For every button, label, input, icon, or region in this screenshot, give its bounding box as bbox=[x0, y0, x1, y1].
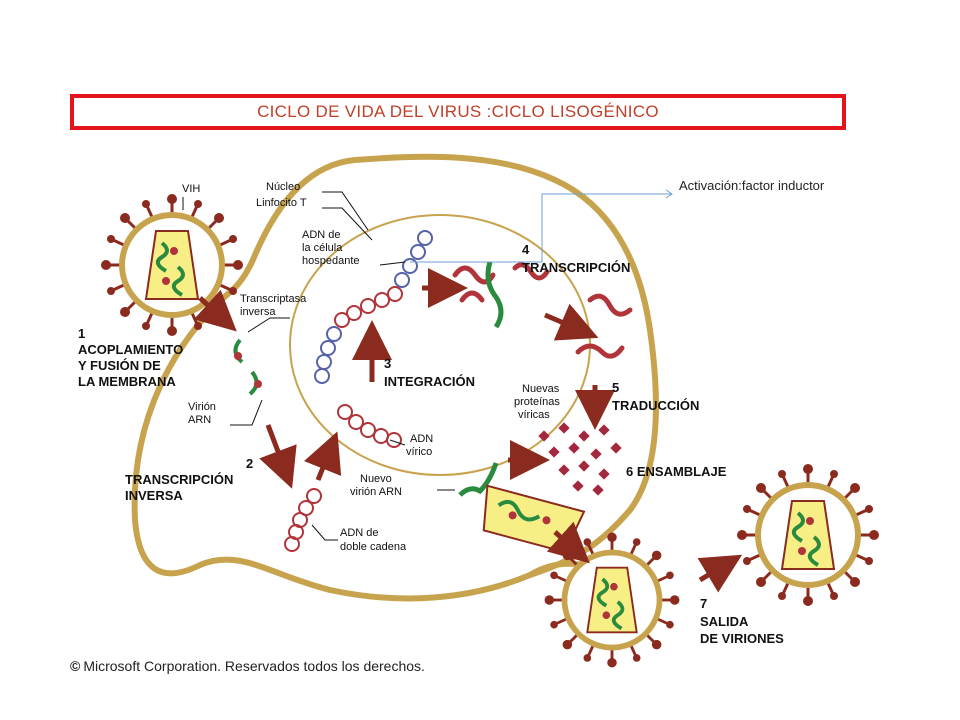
step-1-number: 1 bbox=[78, 326, 85, 341]
title-box: CICLO DE VIDA DEL VIRUS :CICLO LISOGÉNIC… bbox=[70, 94, 846, 130]
step-1-line-b: Y FUSIÓN DE bbox=[78, 358, 161, 373]
virion-rna bbox=[233, 338, 259, 396]
label-nuevo-virion-1: Nuevo bbox=[360, 473, 392, 485]
label-nuevas-3: víricas bbox=[518, 409, 550, 421]
label-adn-doble-2: doble cadena bbox=[340, 541, 407, 553]
label-adn-celula-1: ADN de bbox=[302, 229, 341, 241]
step-7-line-a: SALIDA bbox=[700, 614, 749, 629]
label-nuevas-1: Nuevas bbox=[522, 383, 560, 395]
callout-connector bbox=[410, 193, 672, 263]
green-rna-strand bbox=[485, 261, 504, 329]
label-linfocito: Linfocito T bbox=[256, 197, 307, 209]
step-5-line-a: TRADUCCIÓN bbox=[612, 398, 699, 413]
step-7-line-b: DE VIRIONES bbox=[700, 631, 784, 646]
step-2-line-a: TRANSCRIPCIÓN bbox=[125, 472, 233, 487]
label-adn-virico-1: ADN bbox=[410, 433, 433, 445]
cell-membrane bbox=[131, 153, 659, 602]
step-5-number: 5 bbox=[612, 380, 619, 395]
label-nuevo-virion-2: virión ARN bbox=[350, 486, 402, 498]
label-adn-doble-1: ADN de bbox=[340, 527, 379, 539]
label-adn-virico-2: vírico bbox=[406, 446, 432, 458]
label-virion-1: Virión bbox=[188, 401, 216, 413]
step-4-number: 4 bbox=[522, 242, 530, 257]
step-6-label: 6 ENSAMBLAJE bbox=[626, 464, 727, 479]
label-adn-celula-2: la célula bbox=[302, 242, 343, 254]
step-4-line-a: TRANSCRIPCIÓN bbox=[522, 260, 630, 275]
step-1-line-c: LA MEMBRANA bbox=[78, 374, 176, 389]
label-adn-celula-3: hospedante bbox=[302, 255, 360, 267]
label-transcriptasa-2: inversa bbox=[240, 306, 276, 318]
callout-label: Activación:factor inductor bbox=[679, 178, 825, 193]
step-2-line-b: INVERSA bbox=[125, 488, 183, 503]
viral-proteins bbox=[538, 422, 622, 496]
step-7-number: 7 bbox=[700, 596, 707, 611]
slide-title: CICLO DE VIDA DEL VIRUS :CICLO LISOGÉNIC… bbox=[257, 102, 659, 121]
copyright-symbol: © bbox=[70, 658, 81, 674]
label-nucleo: Núcleo bbox=[266, 181, 300, 193]
leader-lines bbox=[182, 191, 455, 541]
step-3-number: 3 bbox=[384, 356, 391, 371]
new-virion-rna bbox=[458, 462, 499, 497]
copyright-text: Microsoft Corporation. Reservados todos … bbox=[83, 658, 425, 674]
process-arrows bbox=[193, 268, 743, 593]
double-strand-dna bbox=[284, 488, 322, 552]
copyright-notice: ©Microsoft Corporation. Reservados todos… bbox=[70, 658, 425, 674]
label-virion-2: ARN bbox=[188, 414, 211, 426]
step-1-line-a: ACOPLAMIENTO bbox=[78, 342, 183, 357]
label-vih: VIH bbox=[182, 183, 200, 195]
step-3-line-a: INTEGRACIÓN bbox=[384, 374, 475, 389]
released-virion bbox=[737, 464, 879, 606]
step-2-number: 2 bbox=[246, 456, 253, 471]
transcribed-rna bbox=[452, 262, 633, 359]
label-transcriptasa-1: Transcriptasa bbox=[240, 293, 307, 305]
label-nuevas-2: proteínas bbox=[514, 396, 560, 408]
